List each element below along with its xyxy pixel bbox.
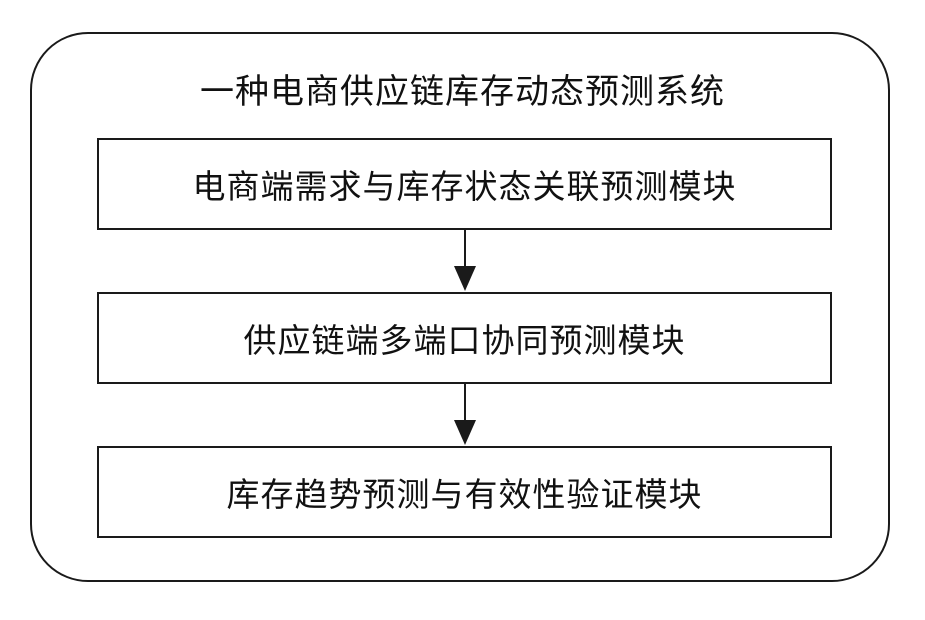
demand-inventory-prediction-module: 电商端需求与库存状态关联预测模块 [97, 138, 832, 230]
inventory-trend-validation-module: 库存趋势预测与有效性验证模块 [97, 446, 832, 538]
system-title: 一种电商供应链库存动态预测系统 [0, 72, 925, 112]
supply-chain-collaborative-prediction-module: 供应链端多端口协同预测模块 [97, 292, 832, 384]
